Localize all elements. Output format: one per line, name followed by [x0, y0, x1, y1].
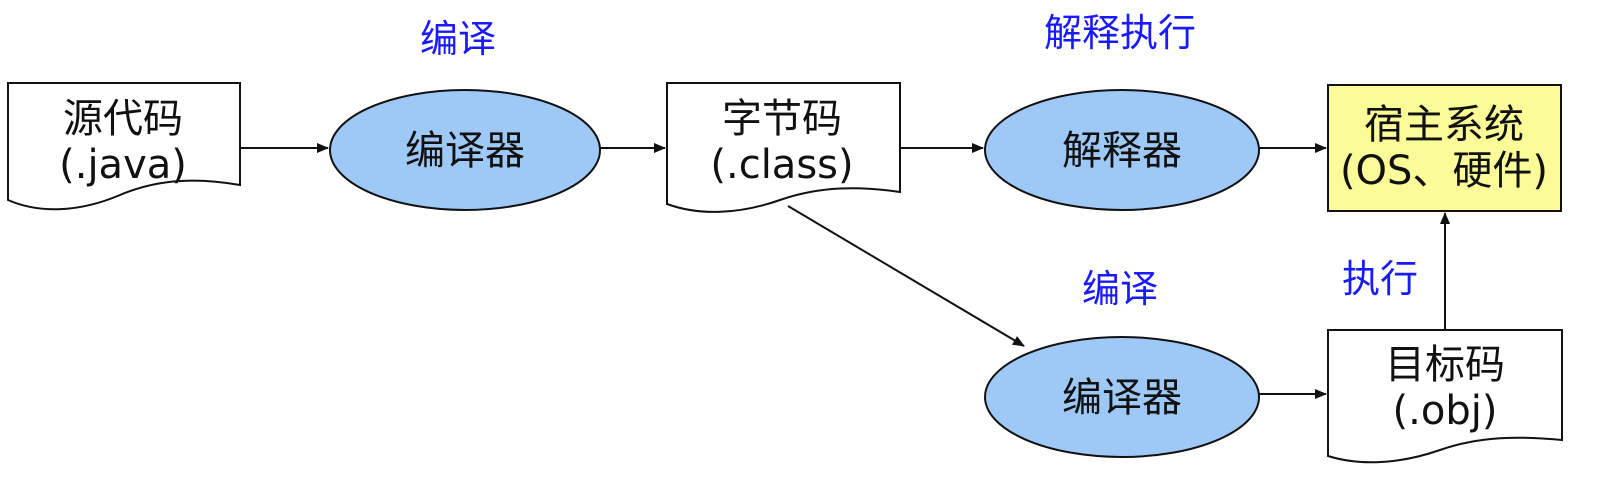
- compiler-bottom-ellipse: [984, 336, 1260, 458]
- interpreter-label: 解释器: [1062, 128, 1182, 174]
- object-code-ext: (.obj): [1393, 388, 1498, 434]
- bytecode-shape: [666, 82, 901, 213]
- source-code-title: 源代码: [63, 96, 183, 142]
- label-interpret-execute: 解释执行: [1044, 11, 1196, 55]
- interpreter-ellipse: [984, 89, 1260, 211]
- compiler-top-label: 编译器: [405, 128, 525, 174]
- label-execute: 执行: [1342, 257, 1418, 301]
- source-code-ext: (.java): [59, 142, 187, 188]
- host-system-node: 宿主系统 (OS、硬件): [1327, 84, 1562, 212]
- host-system-detail: (OS、硬件): [1340, 148, 1548, 194]
- host-system-title: 宿主系统: [1364, 102, 1524, 148]
- arrow-bytecode-to-compiler-bottom: [787, 205, 1025, 347]
- bytecode-title: 字节码: [722, 96, 842, 142]
- object-code-title: 目标码: [1385, 342, 1505, 388]
- interpreter-node: 解释器: [984, 89, 1260, 211]
- host-system-box: [1327, 84, 1562, 212]
- compiler-bottom-label: 编译器: [1062, 375, 1182, 421]
- label-compile-top: 编译: [420, 17, 496, 61]
- compiler-bottom-node: 编译器: [984, 336, 1260, 458]
- label-compile-bottom: 编译: [1082, 267, 1158, 311]
- source-code-shape: [7, 82, 241, 211]
- compiler-top-ellipse: [329, 89, 601, 211]
- compiler-top-node: 编译器: [329, 89, 601, 211]
- bytecode-ext: (.class): [710, 142, 853, 188]
- source-code-node: 源代码 (.java): [7, 82, 241, 211]
- object-code-shape: [1327, 329, 1563, 464]
- object-code-node: 目标码 (.obj): [1327, 329, 1563, 464]
- bytecode-node: 字节码 (.class): [666, 82, 901, 213]
